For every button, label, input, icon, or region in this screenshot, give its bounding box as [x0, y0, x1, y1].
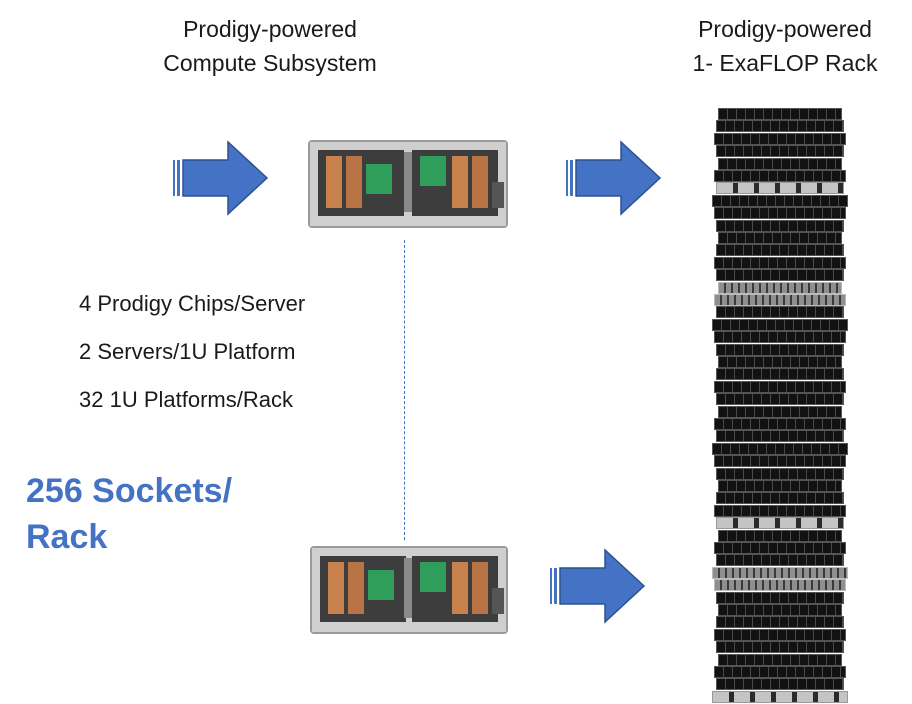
rack-unit [714, 170, 846, 182]
compute-server-board-image-lower [310, 546, 508, 634]
rack-unit [718, 157, 842, 170]
rack-unit [712, 566, 848, 579]
spec-list: 4 Prodigy Chips/Server 2 Servers/1U Plat… [79, 285, 305, 429]
rack-unit [716, 269, 844, 282]
rack-unit [718, 108, 842, 120]
exaflop-rack-image [710, 108, 850, 704]
to-rack-arrow-icon [566, 140, 662, 218]
rack-unit [716, 554, 844, 567]
rack-unit [714, 666, 846, 678]
lower-to-rack-arrow-icon [550, 548, 646, 626]
rack-unit [714, 628, 846, 641]
rack-unit [712, 194, 848, 207]
input-arrow-icon [173, 140, 269, 218]
rack-title-line-2: 1- ExaFLOP Rack [692, 50, 878, 76]
rack-unit [712, 318, 848, 331]
rack-unit [714, 418, 846, 430]
headline-line-1: 256 Sockets/ [26, 472, 233, 510]
rack-unit [718, 405, 842, 418]
rack-unit [716, 182, 844, 195]
rack-title: Prodigy-powered 1- ExaFLOP Rack [660, 12, 910, 80]
rack-unit [716, 120, 844, 133]
dashed-divider [404, 240, 405, 540]
rack-unit [716, 393, 844, 406]
rack-unit [714, 256, 846, 269]
rack-unit [718, 480, 842, 492]
rack-unit [716, 219, 844, 232]
rack-unit [714, 504, 846, 517]
rack-unit [718, 281, 842, 294]
rack-unit [718, 529, 842, 542]
rack-unit [718, 604, 842, 616]
rack-unit [712, 690, 848, 703]
rack-unit [716, 244, 844, 257]
rack-unit [716, 641, 844, 654]
compute-subsystem-title: Prodigy-powered Compute Subsystem [120, 12, 420, 80]
rack-unit [714, 542, 846, 554]
rack-unit [714, 579, 846, 592]
rack-unit [714, 132, 846, 145]
rack-unit [716, 145, 844, 158]
rack-unit [716, 616, 844, 629]
rack-unit [716, 591, 844, 604]
rack-unit [714, 207, 846, 220]
rack-unit [714, 380, 846, 393]
rack-unit [718, 356, 842, 368]
rack-unit [716, 368, 844, 381]
rack-unit [712, 442, 848, 455]
spec-chips-per-server: 4 Prodigy Chips/Server [79, 291, 306, 316]
rack-title-line-1: Prodigy-powered [698, 16, 872, 42]
rack-unit [716, 343, 844, 356]
compute-title-line-1: Prodigy-powered [183, 16, 357, 42]
rack-unit [714, 294, 846, 306]
rack-unit [716, 517, 844, 530]
rack-unit [716, 678, 844, 691]
compute-server-board-image [308, 140, 508, 228]
spec-servers-per-platform: 2 Servers/1U Platform [79, 339, 296, 364]
sockets-per-rack-headline: 256 Sockets/ Rack [26, 468, 232, 560]
rack-unit [716, 306, 844, 319]
rack-unit [716, 492, 844, 505]
rack-unit [718, 232, 842, 244]
rack-unit [716, 430, 844, 443]
headline-line-2: Rack [26, 518, 108, 556]
rack-unit [716, 467, 844, 480]
spec-platforms-per-rack: 32 1U Platforms/Rack [79, 387, 293, 412]
rack-unit [718, 653, 842, 666]
rack-unit [714, 455, 846, 468]
compute-title-line-2: Compute Subsystem [163, 50, 377, 76]
rack-unit [714, 331, 846, 344]
